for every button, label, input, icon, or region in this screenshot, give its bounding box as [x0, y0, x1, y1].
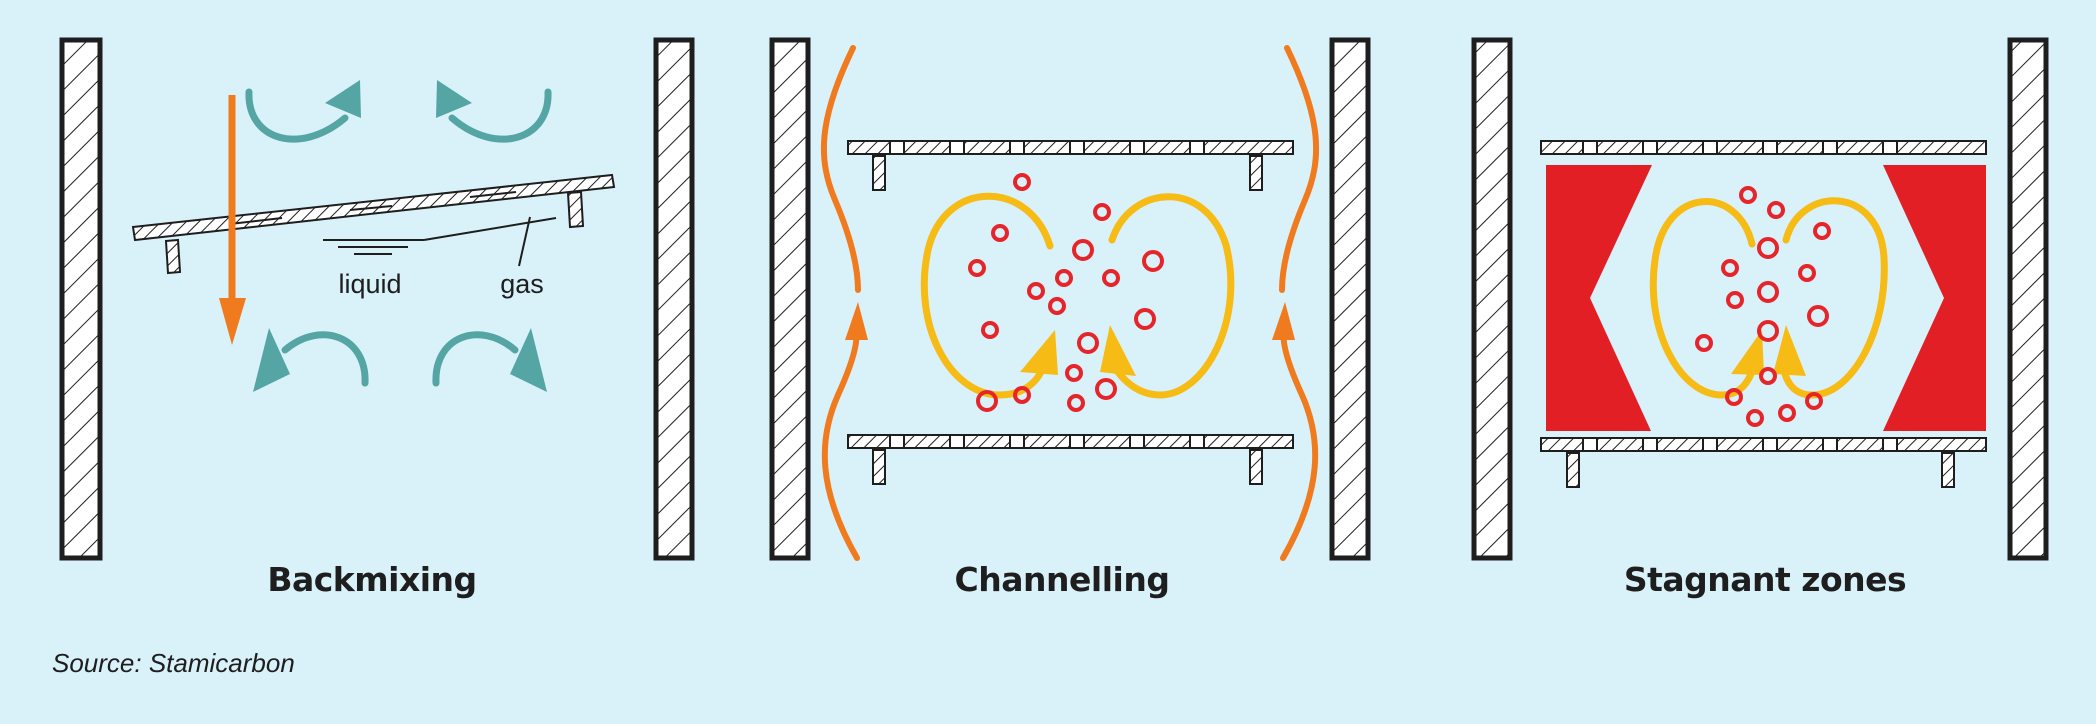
gas-label: gas [500, 269, 544, 299]
circulation-arrow-bottom-left [253, 328, 369, 392]
left-column-wall [1471, 37, 1513, 561]
channel-flow-left [820, 45, 868, 561]
circulation-arrow-top-left [245, 80, 361, 143]
right-column-wall [2007, 37, 2049, 561]
gas-leader-line [518, 216, 531, 267]
channel-flow-right [1272, 45, 1320, 561]
tilted-tray [131, 173, 616, 275]
stagnant-zones-title: Stagnant zones [1623, 560, 1907, 599]
lower-tray [1540, 437, 1987, 488]
gas-bubbles [968, 173, 1164, 412]
stagnant-zone-left [1546, 165, 1652, 431]
left-column-wall [59, 37, 103, 561]
backmixing-title: Backmixing [267, 560, 477, 599]
channelling-title: Channelling [954, 560, 1170, 599]
upper-tray [1540, 140, 1987, 155]
stagnant-zones-panel [1471, 37, 2049, 561]
liquid-level-symbol [323, 217, 557, 255]
backmixing-panel: liquid gas [59, 37, 695, 561]
liquid-downflow-arrow [219, 95, 246, 345]
liquid-label: liquid [338, 269, 401, 299]
lower-tray [847, 434, 1294, 485]
source-credit: Source: Stamicarbon [52, 648, 295, 678]
circulation-loop-left [1649, 198, 1764, 399]
gas-bubbles [1695, 186, 1831, 427]
circulation-arrow-top-right [436, 80, 552, 143]
stagnant-zone-right [1883, 165, 1986, 431]
circulation-loop-right [1100, 193, 1235, 399]
circulation-loop-right [1773, 197, 1888, 399]
left-column-wall [769, 37, 811, 561]
right-column-wall [653, 37, 695, 561]
channelling-panel [769, 37, 1371, 561]
upper-tray [847, 140, 1294, 191]
right-column-wall [1329, 37, 1371, 561]
circulation-arrow-bottom-right [432, 328, 547, 392]
